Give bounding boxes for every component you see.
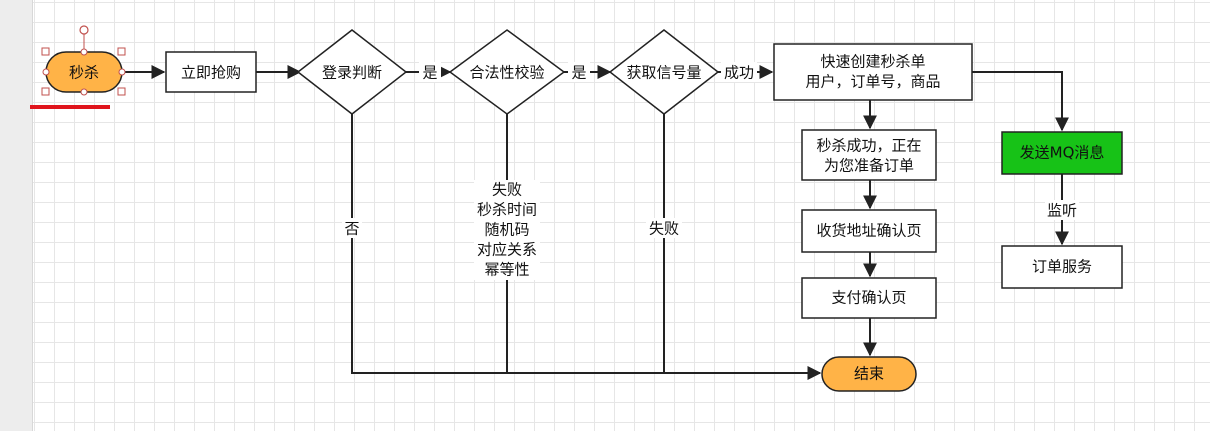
node-dingdanfuwu[interactable]: 订单服务: [1001, 245, 1123, 289]
label-shibai-1: 失败: [492, 181, 522, 199]
resize-handle-t: [80, 48, 88, 56]
label-shi-2: 是: [571, 64, 586, 82]
node-miaoshachenggong[interactable]: 秒杀成功，正在 为您准备订单: [801, 129, 937, 181]
label-fou: 否: [344, 220, 359, 238]
label-shibai-4: 对应关系: [477, 241, 537, 259]
node-huoquxinhaoliang-label: 获取信号量: [626, 64, 701, 82]
node-dingdanfuwu-label: 订单服务: [1032, 258, 1092, 276]
label-chenggong: 成功: [724, 64, 754, 82]
node-miaoshachenggong-line1: 秒杀成功，正在: [816, 137, 921, 155]
node-jieshu-label: 结束: [854, 365, 884, 383]
node-lijiqianggou-label: 立即抢购: [181, 64, 241, 82]
edge-chuangjian-to-fasongmq: [972, 71, 1069, 132]
node-miaosha[interactable]: 秒杀: [45, 51, 123, 93]
node-miaosha-label: 秒杀: [69, 64, 99, 82]
label-shibai-semaphore: 失败: [649, 220, 679, 238]
label-shibai-5: 幂等性: [484, 261, 529, 279]
selection-handles[interactable]: [41, 25, 126, 96]
node-fasongmq-label: 发送MQ消息: [1020, 144, 1105, 162]
node-jieshu[interactable]: 结束: [821, 356, 917, 392]
node-miaoshachenggong-line2: 为您准备订单: [824, 157, 914, 175]
node-denglupanduan-label: 登录判断: [322, 64, 382, 82]
resize-handle-bl: [41, 87, 50, 96]
label-jianting: 监听: [1047, 202, 1077, 220]
node-kuaisuchuangjian-line2: 用户，订单号，商品: [805, 73, 940, 91]
rotate-handle: [79, 25, 89, 35]
node-shouhuodizhi-label: 收货地址确认页: [816, 222, 921, 240]
node-denglupanduan[interactable]: 登录判断: [296, 29, 408, 115]
resize-handle-l: [42, 68, 50, 76]
node-zhifuqueren[interactable]: 支付确认页: [801, 277, 937, 319]
resize-handle-tr: [117, 47, 126, 56]
edge-labels: 是 是 成功 否 失败 秒杀时间 随机码 对应关系 幂等性 失败 监听: [342, 62, 1079, 280]
resize-handle-b: [80, 88, 88, 96]
node-huoquxinhaoliang[interactable]: 获取信号量: [608, 29, 720, 115]
node-hefaxingjiaoyan[interactable]: 合法性校验: [448, 29, 566, 115]
node-lijiqianggou[interactable]: 立即抢购: [165, 51, 257, 93]
node-fasongmq[interactable]: 发送MQ消息: [1001, 131, 1123, 175]
node-zhifuqueren-label: 支付确认页: [831, 289, 906, 307]
node-kuaisuchuangjian-line1: 快速创建秒杀单: [820, 53, 925, 71]
resize-handle-br: [117, 87, 126, 96]
node-hefaxingjiaoyan-label: 合法性校验: [469, 64, 544, 82]
edge-denglu-fail-to-jieshu: [351, 114, 822, 380]
resize-handle-r: [118, 68, 126, 76]
label-shibai-3: 随机码: [484, 221, 529, 239]
label-shibai-2: 秒杀时间: [477, 201, 537, 219]
node-kuaisuchuangjian[interactable]: 快速创建秒杀单 用户，订单号，商品: [773, 43, 973, 101]
canvas-left-ruler: [0, 0, 33, 431]
resize-handle-tl: [41, 47, 50, 56]
node-shouhuodizhi[interactable]: 收货地址确认页: [801, 209, 937, 253]
label-shi-1: 是: [422, 64, 437, 82]
